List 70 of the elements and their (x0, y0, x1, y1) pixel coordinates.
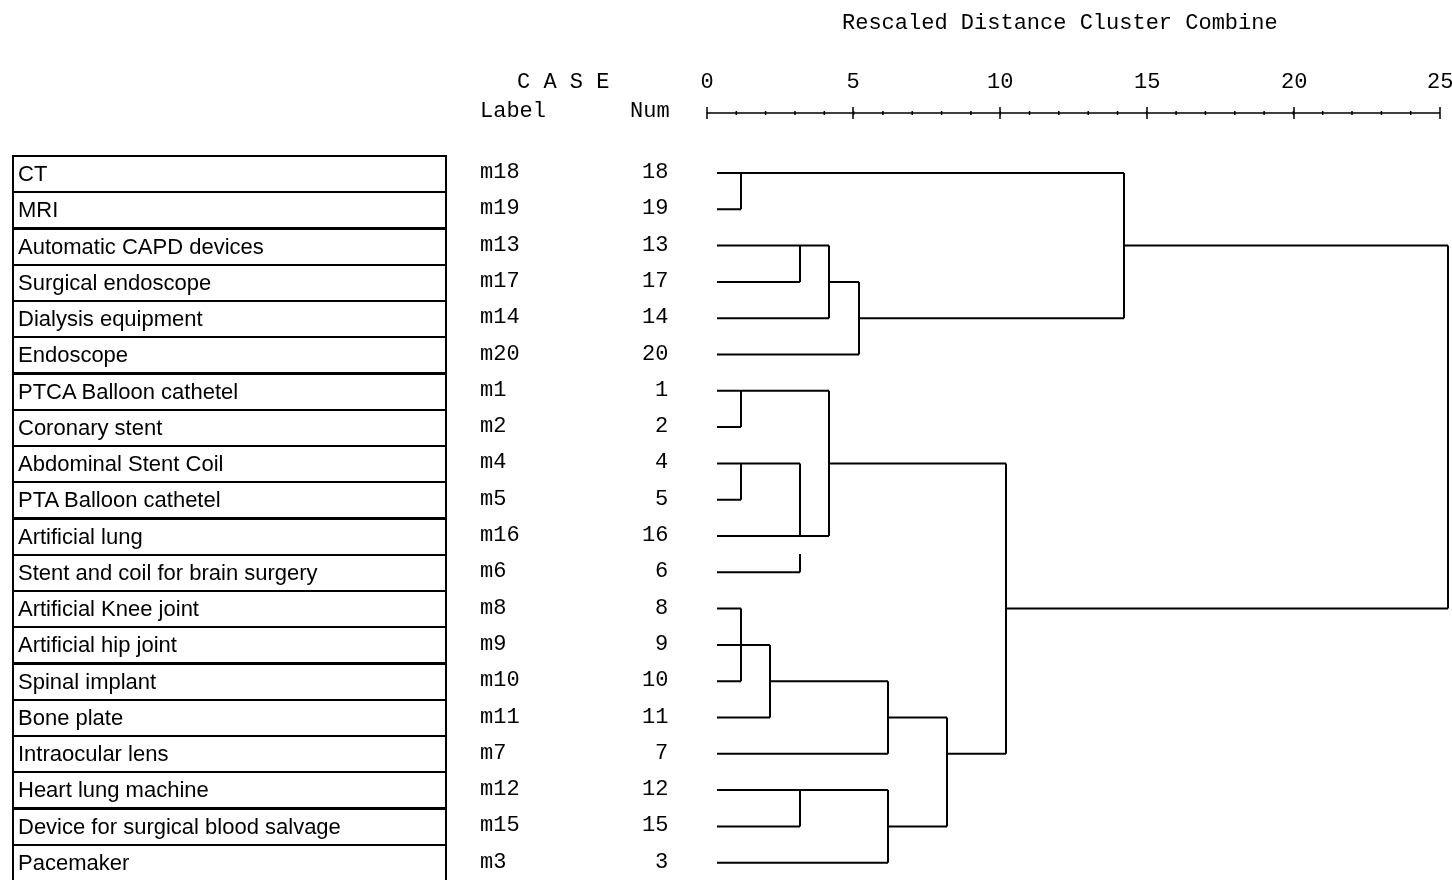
tick-label: 5 (846, 71, 860, 95)
case-label: m1 (480, 378, 507, 403)
case-label: m5 (480, 487, 507, 512)
label-box: PTA Balloon cathetel (12, 481, 447, 520)
label-box: Bone plate (12, 698, 447, 737)
tick-label: 10 (987, 71, 1014, 95)
case-number: 16 (642, 524, 669, 548)
tick-label: 20 (1281, 71, 1308, 95)
case-number: 11 (642, 705, 669, 730)
label-box: Artificial hip joint (12, 626, 447, 665)
case-number: 6 (655, 560, 669, 585)
label-box: Pacemaker (12, 843, 447, 880)
chart-title: Rescaled Distance Cluster Combine (842, 12, 1278, 36)
case-number: 12 (642, 778, 669, 803)
label-box: Stent and coil for brain surgery (12, 553, 447, 592)
case-number: 14 (642, 306, 669, 331)
case-label: m6 (480, 560, 507, 585)
case-number: 1 (655, 378, 669, 403)
label-box: CT (12, 155, 447, 193)
case-number: 3 (655, 850, 669, 875)
case-label: m9 (480, 632, 507, 657)
label-box: Dialysis equipment (12, 300, 447, 338)
label-box: Spinal implant (12, 662, 447, 701)
case-label: m2 (480, 415, 507, 440)
column-heading: Num (630, 100, 670, 124)
case-label: m12 (480, 778, 520, 803)
label-box: Artificial Knee joint (12, 590, 447, 628)
label-box: Intraocular lens (12, 735, 447, 773)
case-label: m3 (480, 850, 507, 875)
case-number: 15 (642, 814, 669, 839)
case-label: m13 (480, 233, 520, 258)
case-label: m17 (480, 269, 520, 294)
case-number: 9 (655, 632, 669, 657)
case-number: 13 (642, 233, 669, 258)
case-number: 20 (642, 342, 669, 367)
case-label: m4 (480, 451, 507, 476)
label-box: Device for surgical blood salvage (12, 807, 447, 846)
case-number: 10 (642, 669, 669, 694)
case-number: 8 (655, 596, 669, 621)
case-label: m11 (480, 705, 520, 730)
case-label: m14 (480, 306, 520, 331)
label-box: Surgical endoscope (12, 263, 447, 302)
case-number: 17 (642, 269, 669, 294)
case-label: m8 (480, 596, 507, 621)
label-box: Automatic CAPD devices (12, 227, 447, 266)
case-number: 2 (655, 415, 669, 440)
case-number: 5 (655, 487, 669, 512)
label-box: Artificial lung (12, 517, 447, 556)
case-label: m18 (480, 161, 520, 185)
case-label: m16 (480, 524, 520, 548)
label-box: MRI (12, 191, 447, 230)
case-label: m10 (480, 669, 520, 694)
case-label: m19 (480, 197, 520, 222)
case-label: m15 (480, 814, 520, 839)
label-box: PTCA Balloon cathetel (12, 372, 447, 411)
label-box: Coronary stent (12, 408, 447, 447)
case-number: 18 (642, 161, 669, 185)
case-label: m20 (480, 342, 520, 367)
label-box: Heart lung machine (12, 771, 447, 810)
case-number: 7 (655, 741, 669, 766)
label-box: Endoscope (12, 336, 447, 375)
column-heading: C A S E (517, 71, 610, 95)
tick-label: 25 (1427, 71, 1452, 95)
case-number: 4 (655, 451, 669, 476)
label-box: Abdominal Stent Coil (12, 445, 447, 483)
column-heading: Label (480, 100, 546, 124)
tick-label: 0 (700, 71, 714, 95)
case-number: 19 (642, 197, 669, 222)
tick-label: 15 (1134, 71, 1161, 95)
case-label: m7 (480, 741, 507, 766)
